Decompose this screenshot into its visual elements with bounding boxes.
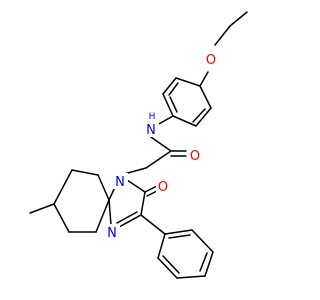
- bond-ring1-f: [175, 77, 201, 87]
- bond-ring2-dbl-1: [162, 255, 180, 274]
- bond-ring2-c: [176, 275, 206, 279]
- bond-carbonyl-ch2: [145, 150, 172, 169]
- bond-ethyl-ch2-o: [214, 25, 231, 46]
- bond-ring1-dbl-3: [169, 96, 178, 113]
- bond-ring1-dbl-2: [168, 82, 179, 96]
- bond-ethyl-ch3-ch2: [229, 11, 248, 27]
- bond-ring2-a: [157, 233, 166, 259]
- atom-o-carbonyl: O: [190, 149, 200, 164]
- bond-c2-c3: [140, 191, 146, 216]
- bond-o-aryl: [199, 71, 209, 87]
- bond-ring1-d: [162, 93, 174, 117]
- bond-cyclo-b: [71, 169, 99, 176]
- bonds: [29, 11, 248, 279]
- bond-ring1-e: [162, 77, 177, 95]
- bond-cyclo-a: [97, 174, 110, 201]
- bond-c3-n4-2: [116, 211, 138, 224]
- bond-c3-phenyl: [140, 214, 166, 235]
- bond-ring2-f: [164, 229, 193, 235]
- bg-h-amide: [148, 110, 157, 121]
- bg-n-amide: [144, 121, 159, 137]
- bond-c2-o-1: [144, 185, 158, 193]
- bond-ring1-dbl-1: [192, 108, 206, 123]
- atom-o-ether: O: [206, 53, 216, 68]
- bond-ring2-b: [157, 257, 178, 279]
- bg-o-ring: [156, 178, 171, 194]
- bond-cyclo-c: [53, 169, 73, 205]
- bond-methyl: [29, 203, 55, 214]
- bg-n4: [105, 224, 120, 240]
- atom-n4: N: [107, 226, 117, 241]
- bond-ring2-dbl-3: [168, 234, 191, 239]
- bond-n4-spiro: [108, 199, 112, 226]
- atom-n-amide: N: [146, 123, 156, 138]
- atom-labels: O H N O N O N: [105, 51, 219, 241]
- bond-aryl-nh: [156, 115, 174, 126]
- bond-ring2-e: [191, 229, 214, 253]
- atom-o-ring: O: [158, 180, 168, 195]
- bond-ring1-c: [172, 115, 197, 127]
- bg-o-ether: [204, 51, 219, 67]
- atom-h-amide: H: [149, 112, 156, 122]
- bond-ring2-d: [204, 251, 214, 277]
- bond-nh-carbonyl-c: [147, 134, 172, 152]
- bg-o-carbonyl: [187, 147, 202, 163]
- bond-cyclo-f: [95, 199, 110, 233]
- bond-cyclo-d: [53, 203, 70, 233]
- bond-ring1-b: [195, 107, 212, 127]
- structure-diagram: O H N O N O N: [29, 11, 248, 279]
- bond-ring2-dbl-2: [199, 252, 208, 272]
- bond-ring1-a: [199, 85, 212, 109]
- bg-n1: [113, 173, 128, 189]
- atom-n1: N: [115, 175, 125, 190]
- bond-c3-n4-1: [118, 214, 142, 228]
